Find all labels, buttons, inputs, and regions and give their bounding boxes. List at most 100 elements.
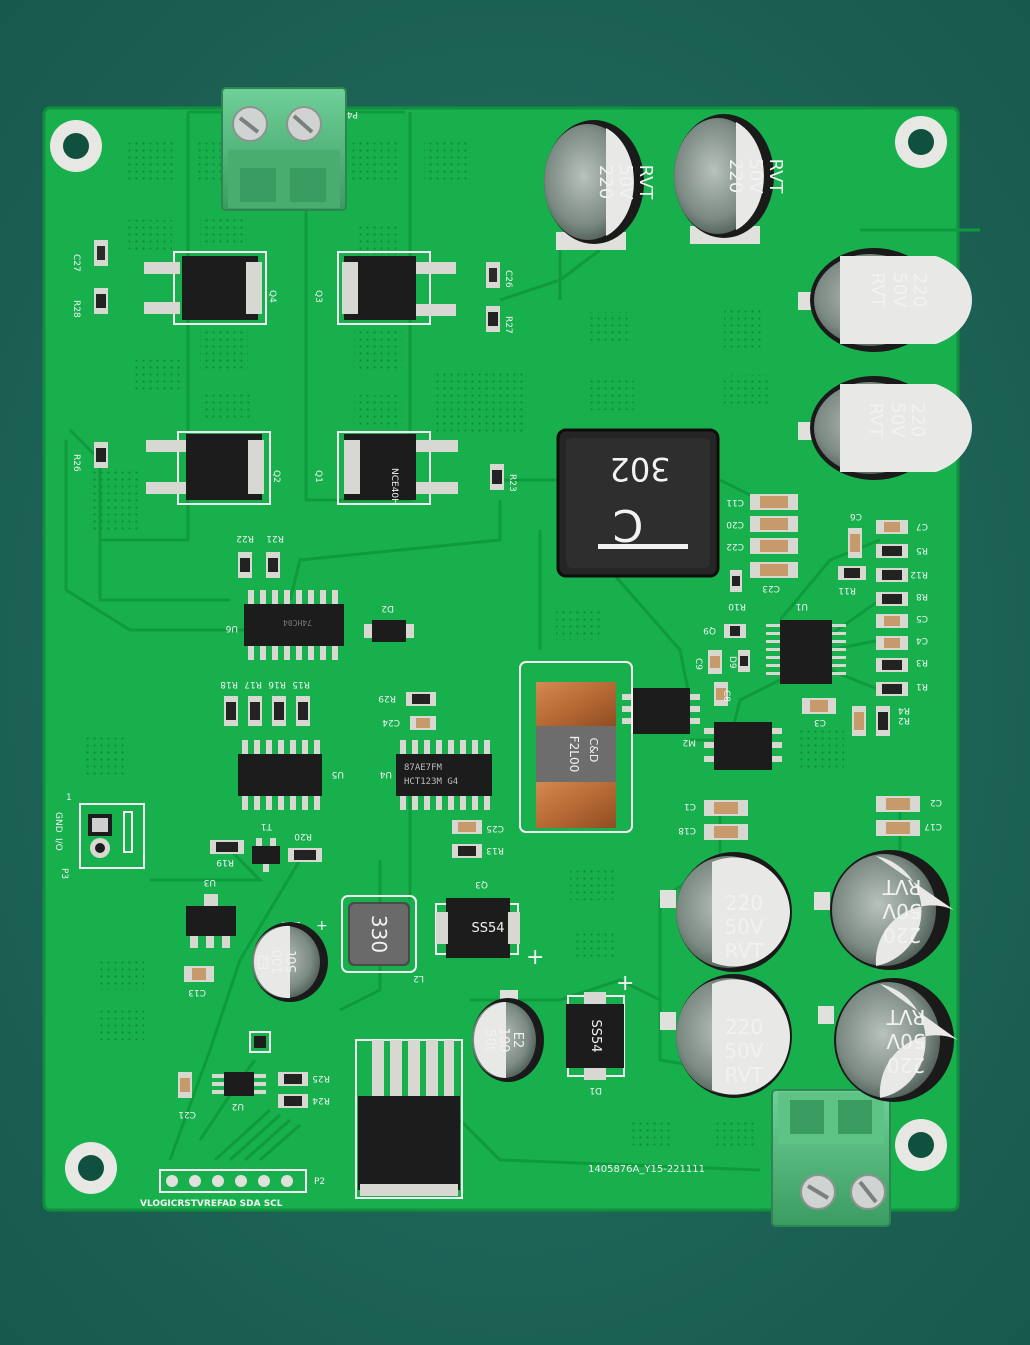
- cap-bottom-4-series: RVT: [886, 1005, 925, 1029]
- ref-r17: R17: [244, 679, 262, 689]
- smd-passives-left: C27 R28 R26 C26 R27 R23: [71, 240, 517, 492]
- diode-d2: D2: [364, 603, 414, 642]
- ic-u1: U1: [766, 601, 846, 684]
- ic-u6: 74HC04 U6: [225, 590, 344, 660]
- ref-r18: R18: [220, 679, 238, 689]
- marking-q1: NCE40H: [389, 468, 399, 505]
- ref-r27: R27: [503, 316, 513, 334]
- resistors-r15-r18: R18 R17 R16 R15: [220, 679, 310, 726]
- cap-right-2-value: 220: [907, 403, 928, 437]
- ref-m2: M2: [683, 737, 697, 747]
- inductor-main-marking: 302: [609, 450, 670, 488]
- ic-regulator-mid: [704, 722, 782, 770]
- ref-r24: R24: [312, 1095, 330, 1105]
- ref-r21: R21: [266, 533, 284, 543]
- p3-pin1-marker: 1: [66, 793, 72, 803]
- cap-top-1: 220 50V RVT: [544, 120, 656, 250]
- ref-c11: C11: [726, 497, 744, 507]
- resistor-column-right: C7 R5 R12 R8 C5 C4 R3 R1 C6 R11 R2 R4: [838, 511, 928, 736]
- mosfet-q2: Q2: [146, 431, 281, 505]
- diode-1-marking: SS54: [471, 921, 504, 936]
- cap-bottom-4-voltage: 50V: [886, 1029, 925, 1053]
- cap-small-1: E2 100 50t: [252, 922, 328, 1002]
- ref-c1: C1: [684, 801, 696, 811]
- ref-r19: R19: [216, 857, 234, 867]
- ref-r11: R11: [838, 585, 856, 595]
- ref-r13: R13: [486, 845, 504, 855]
- via-arrays: [84, 140, 844, 1150]
- cap-bottom-2-voltage: 50V: [724, 1039, 763, 1063]
- smd-r21-r22: R22 R21: [236, 533, 284, 578]
- inductor-main-logo: C: [613, 499, 644, 550]
- ref-c24: C24: [382, 717, 400, 727]
- mosfet-q4: Q4: [144, 251, 277, 325]
- cap-bottom-1-value: 220: [725, 891, 763, 915]
- ref-u6: U6: [225, 623, 238, 633]
- ref-c8: C8: [721, 690, 731, 702]
- terminal-block-p4: P4: [221, 87, 358, 211]
- ref-c9: C9: [693, 658, 703, 670]
- ref-p3: P3: [59, 868, 69, 879]
- cap-bottom-2-series: RVT: [725, 1063, 764, 1087]
- cap-bottom-3-voltage: 50V: [882, 899, 921, 923]
- ic-u4: 87AE7FM HCT123M G4 U4: [379, 740, 492, 810]
- ref-c5: C5: [916, 613, 928, 623]
- cap-bottom-4: RVT 50V 220: [818, 978, 958, 1102]
- plus-marker: +: [526, 945, 544, 970]
- mosfet-q3: Q3: [313, 251, 456, 325]
- cap-bottom-3-value: 220: [883, 923, 921, 947]
- ref-r16: R16: [268, 679, 286, 689]
- header-p2: VLOGICRSTVREFAD SDA SCL P2: [140, 1169, 325, 1209]
- ref-q3: Q3: [313, 290, 323, 303]
- cap-bottom-2-value: 220: [725, 1015, 763, 1039]
- transistor-t1: T1 R19 R20: [210, 821, 322, 872]
- ref-r1: R1: [916, 681, 928, 691]
- p3-pin-gnd: GND: [53, 812, 63, 833]
- marking-u4-line2: HCT123M G4: [404, 777, 458, 787]
- ic-u2: U2 C21 R25 R24: [178, 1031, 330, 1119]
- ref-u1: U1: [796, 601, 808, 611]
- inductor-small-marking: 330: [367, 915, 391, 953]
- cap-top-1-voltage: 50V: [615, 164, 636, 200]
- mosfet-q1: NCE40H Q1: [313, 431, 458, 505]
- ref-q2: Q2: [271, 470, 281, 483]
- ref-r29: R29: [378, 693, 396, 703]
- ref-c3: C3: [814, 717, 826, 727]
- inductor-small-l2: 330 L2: [341, 895, 424, 983]
- cap-bottom-1: 220 50V RVT: [660, 852, 792, 972]
- ref-t1: T1: [261, 821, 273, 831]
- cap-array-c11-c23: C11 C20 C22 C23 R10: [726, 494, 798, 611]
- ref-r25: R25: [312, 1073, 330, 1083]
- ref-l2: L2: [413, 973, 424, 983]
- smd-near-u1: Q9 C9 D9 C8 C3: [693, 624, 836, 727]
- ref-c21: C21: [178, 1109, 196, 1119]
- ref-r26: R26: [71, 454, 81, 472]
- ref-r15: R15: [292, 679, 310, 689]
- ref-r10: R10: [728, 601, 746, 611]
- mount-hole-tr: [895, 116, 947, 168]
- caps-c1-c2: C1 C18 C2 C17: [678, 796, 942, 840]
- p3-pin-io: I/O: [53, 838, 63, 851]
- ref-d2: D2: [381, 603, 394, 613]
- ref-r28: R28: [71, 300, 81, 318]
- plus-marker: +: [316, 918, 328, 934]
- cap-top-1-series: RVT: [635, 165, 656, 201]
- cap-top-1-value: 220: [595, 165, 616, 199]
- ref-d1: D1: [589, 1085, 602, 1095]
- cap-bottom-3: RVT 50V 220: [814, 850, 954, 970]
- regulator-u3: U3 C13: [184, 877, 236, 997]
- ref-c20: C20: [726, 519, 744, 529]
- cap-small-1-line3: 50t: [285, 951, 300, 973]
- connector-p3: 1 GND I/O P3: [53, 793, 145, 879]
- cap-bottom-3-series: RVT: [882, 875, 921, 899]
- mount-hole-bl: [65, 1142, 117, 1194]
- cap-right-1: 220 50V RVT: [798, 248, 973, 352]
- ref-q4: Q4: [267, 290, 277, 303]
- cap-small-2-line1: E2: [510, 1032, 525, 1049]
- ref-q1: Q1: [313, 470, 323, 483]
- cap-right-2-voltage: 50V: [887, 402, 908, 438]
- ref-u3: U3: [204, 877, 216, 887]
- marking-u6: 74HC04: [283, 618, 312, 627]
- ref-r4: R4: [898, 705, 910, 715]
